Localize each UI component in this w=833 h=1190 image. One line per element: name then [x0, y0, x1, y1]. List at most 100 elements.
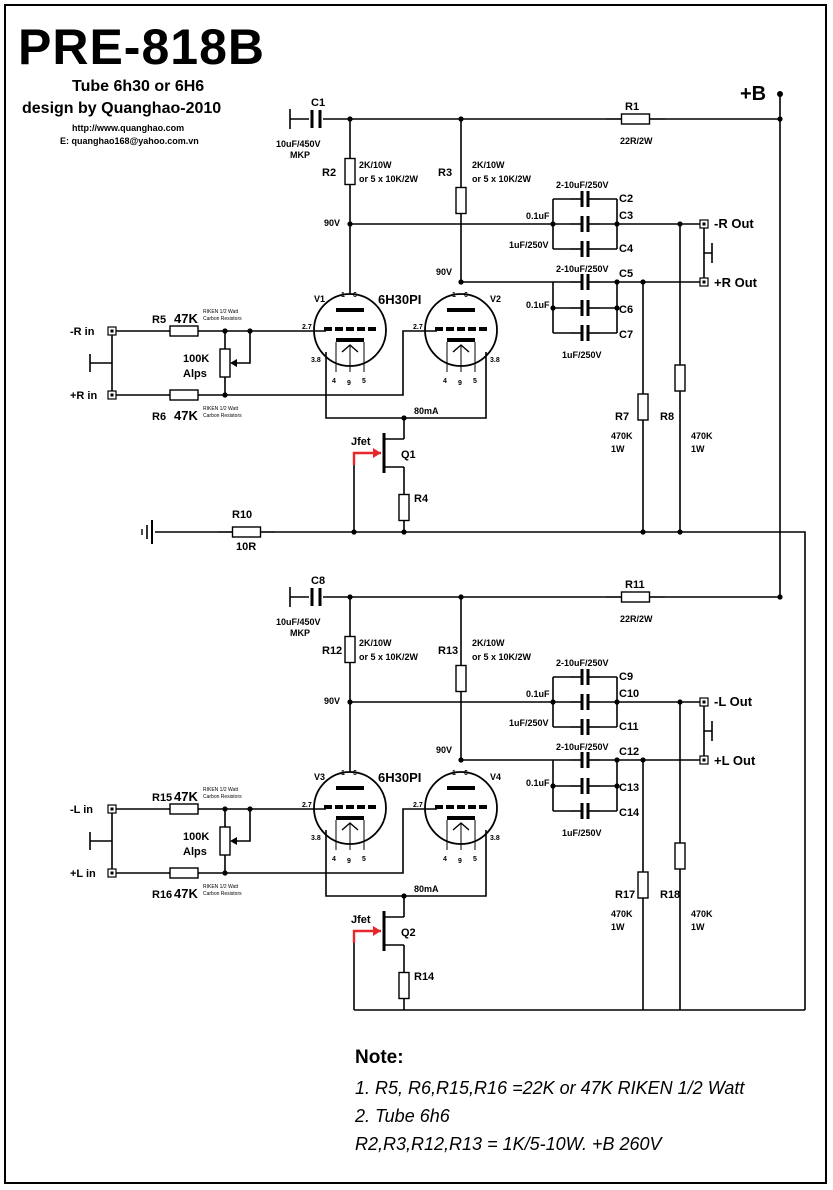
tube-b-grid: [435, 327, 443, 331]
bank1-value-top: 2-10uF/250V: [556, 180, 609, 190]
tube-b-grid: [446, 327, 454, 331]
input-resistor-b-label: R6: [152, 411, 166, 423]
jfet-designator: Q2: [401, 927, 416, 939]
cap-label: C5: [619, 268, 633, 280]
input-resistor-a: [169, 803, 199, 815]
source-resistor-label: R14: [414, 971, 435, 983]
input-terminal-neg-pin: [110, 329, 114, 333]
tube-b-plate: [447, 786, 475, 790]
riken-note: Carbon Resistors: [203, 794, 242, 800]
supply-label: +B: [740, 83, 766, 105]
tube-type-label: 6H30PI: [378, 770, 421, 785]
junction-dot: [614, 757, 620, 763]
tube-a-label: V1: [314, 294, 325, 304]
tube-a-grid: [335, 327, 343, 331]
input-label-pos: +L in: [70, 868, 96, 880]
input-resistor-a: [169, 325, 199, 337]
bank2-value-bottom: 1uF/250V: [562, 828, 602, 838]
junction-dot: [614, 699, 620, 705]
riken-note: Carbon Resistors: [203, 413, 242, 419]
output-terminal-pos-pin: [702, 280, 706, 284]
plate-resistor-a-alt: or 5 x 10K/2W: [359, 174, 419, 184]
ground-resistor: [231, 526, 262, 538]
plate-resistor-a-label: R12: [322, 645, 342, 657]
tube-a-grid: [324, 327, 332, 331]
tube-b-cathode: [447, 816, 475, 820]
input-resistor-a-label: R5: [152, 314, 166, 326]
input-resistor-b-value: 47K: [174, 886, 198, 901]
current-label: 80mA: [414, 884, 439, 894]
input-resistor-a-value: 47K: [174, 789, 198, 804]
pot-value: 100K: [183, 831, 209, 843]
pin-label: 4: [332, 378, 336, 385]
cap-label: C14: [619, 807, 640, 819]
website-url: http://www.quanghao.com: [72, 123, 185, 133]
tube-a-grid: [368, 327, 376, 331]
bleed-resistor-a: [637, 393, 649, 421]
output-terminal-neg-pin: [702, 222, 706, 226]
junction-dot: [550, 305, 556, 311]
pot-wiper: [234, 331, 251, 364]
cap-label: C6: [619, 304, 633, 316]
plate-resistor-b-alt: or 5 x 10K/2W: [472, 652, 532, 662]
tube-b-grid: [479, 805, 487, 809]
output-label-neg: -R Out: [714, 216, 754, 231]
input-resistor-b-label: R16: [152, 889, 172, 901]
plate-resistor-a-value: 2K/10W: [359, 160, 392, 170]
pin-label: 6: [464, 770, 468, 777]
bleed-resistor-a-label: R7: [615, 411, 629, 423]
designer-credit: design by Quanghao-2010: [22, 100, 222, 117]
jfet-label: Jfet: [351, 914, 371, 926]
supply-resistor: [620, 113, 651, 125]
tube-b-plate: [447, 308, 475, 312]
plate-resistor-a-alt: or 5 x 10K/2W: [359, 652, 419, 662]
pin-label: 5: [362, 378, 366, 385]
pin-label: 9: [347, 858, 351, 865]
riken-note: RIKEN 1/2 Watt: [203, 787, 239, 793]
bleed-resistor-a-label: R17: [615, 889, 635, 901]
pin-label: 9: [458, 380, 462, 387]
tube-b-cathode: [447, 338, 475, 342]
supply-resistor: [620, 591, 651, 603]
input-label-pos: +R in: [70, 390, 97, 402]
junction-dot: [458, 757, 464, 763]
supply-resistor-value: 22R/2W: [620, 614, 653, 624]
plate-resistor-b-alt: or 5 x 10K/2W: [472, 174, 532, 184]
input-resistor-b-value: 47K: [174, 408, 198, 423]
junction-dot: [777, 116, 783, 122]
bleed-resistor-a-power: 1W: [611, 444, 625, 454]
bank2-value-bottom: 1uF/250V: [562, 350, 602, 360]
tube-type-label: 6H30PI: [378, 292, 421, 307]
tube-b-grid: [468, 327, 476, 331]
bleed-resistor-a: [637, 871, 649, 899]
plate-resistor-b: [455, 664, 467, 693]
pin-label: 1: [452, 770, 456, 777]
volume-pot: [219, 348, 231, 378]
contact-email: E: quanghao168@yahoo.com.vn: [60, 136, 199, 146]
pin-label: 5: [473, 378, 477, 385]
output-terminal-neg-pin: [702, 700, 706, 704]
cap-label: C2: [619, 193, 633, 205]
bank2-value-mid: 0.1uF: [526, 778, 550, 788]
riken-note: RIKEN 1/2 Watt: [203, 309, 239, 315]
output-label-neg: -L Out: [714, 694, 753, 709]
input-terminal-pos-pin: [110, 871, 114, 875]
tube-b-grid: [435, 805, 443, 809]
plate-resistor-b-label: R3: [438, 167, 452, 179]
pot-brand: Alps: [183, 368, 207, 380]
riken-note: Carbon Resistors: [203, 891, 242, 897]
tube-b-label: V2: [490, 294, 501, 304]
pot-wiper: [234, 809, 251, 842]
source-resistor: [398, 493, 410, 522]
pin-label: 2.7: [413, 802, 423, 809]
plate-resistor-b-value: 2K/10W: [472, 638, 505, 648]
wire: [703, 228, 712, 254]
supply-resistor-label: R11: [625, 579, 645, 591]
jfet-icon-gate-arrow: [373, 448, 381, 458]
bank1-value-bottom: 1uF/250V: [509, 718, 549, 728]
tube-a-plate: [336, 786, 364, 790]
tube-a-grid: [335, 805, 343, 809]
junction-dot: [614, 783, 620, 789]
plate-resistor-b-label: R13: [438, 645, 458, 657]
